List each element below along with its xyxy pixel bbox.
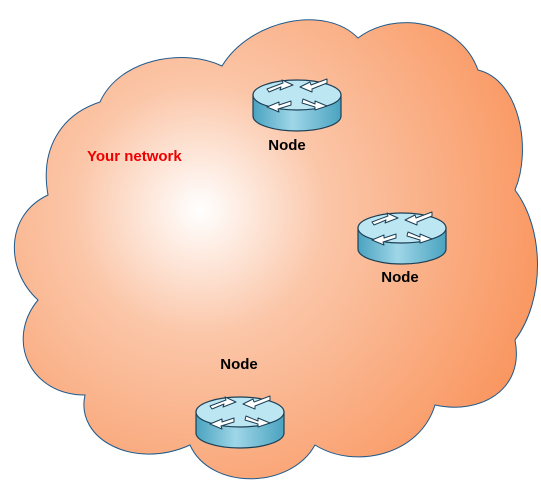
network-label: Your network <box>87 148 182 165</box>
node-label: Node <box>268 137 306 154</box>
node-label: Node <box>381 269 419 286</box>
router-icon <box>252 78 342 132</box>
network-cloud <box>13 19 538 480</box>
node-label: Node <box>220 356 258 373</box>
router-icon <box>195 395 285 449</box>
router-icon <box>357 211 447 265</box>
